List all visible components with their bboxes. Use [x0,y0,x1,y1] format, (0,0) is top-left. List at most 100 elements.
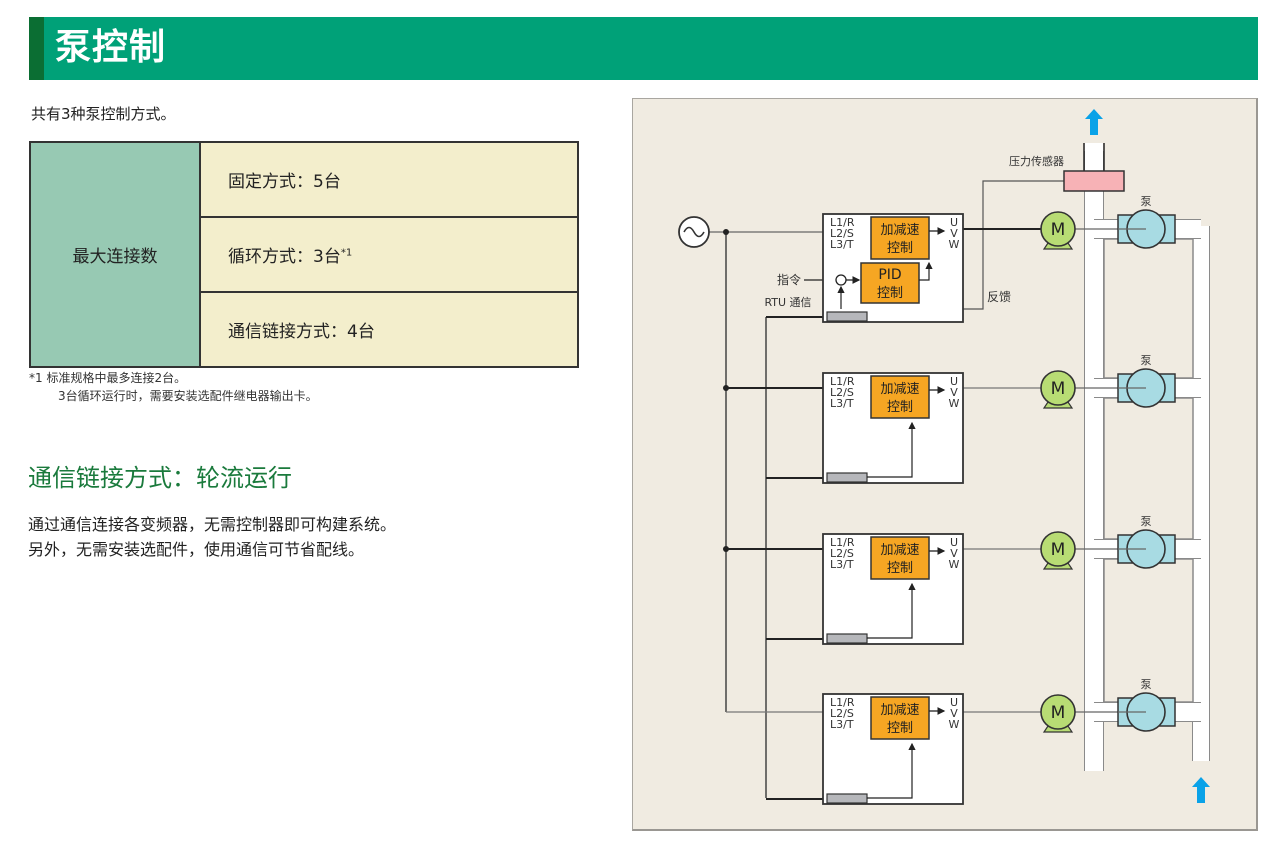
output-terminal: V [950,707,958,720]
ac-wave-icon [683,226,705,238]
discharge-arrow-icon [1085,109,1103,135]
spec-row-comm: 通信链接方式：4台 [199,291,579,368]
section-title: 通信链接方式：轮流运行 [28,464,292,492]
section-body: 通过通信连接各变频器，无需控制器即可构建系统。 另外，无需安装选配件，使用通信可… [28,512,396,562]
accel-label-1: 加减速 [880,382,919,397]
input-terminal: L2/S [830,707,854,720]
section-body-line-1: 通过通信连接各变频器，无需控制器即可构建系统。 [28,515,397,534]
pipe-inner-loop-2 [1103,397,1194,540]
output-terminal: W [949,718,960,731]
output-terminal: U [950,536,958,549]
command-label: 指令 [777,272,801,287]
input-terminal: L3/T [830,238,854,251]
pid-to-accel-arrow [919,261,933,281]
accel-label-2: 控制 [887,561,913,576]
footnote-ref: *1 [340,247,353,259]
motor-label: M [1051,540,1066,560]
input-terminal: L1/R [830,375,855,388]
output-terminal: W [949,558,960,571]
output-terminal: W [949,238,960,251]
motor-icon [1040,211,1076,247]
footnote-line-2: 3台循环运行时，需要安装选配件继电器输出卡。 [58,389,318,403]
pump-label: 泵 [1141,515,1152,528]
comm-to-accel-arrow [867,582,916,639]
comm-port [826,633,868,644]
comm-to-accel-arrow [867,421,916,478]
suction-arrow-icon [1192,777,1210,803]
pid-control-box [860,262,920,304]
junction-dot-2 [723,385,729,391]
accel-label-2: 控制 [887,241,913,256]
pressure-sensor [1063,170,1125,192]
spec-table: 最大连接数 固定方式：5台 循环方式：3台*1 通信链接方式：4台 [29,141,579,368]
pid-label-1: PID [878,267,901,283]
pipe-inner-loop-3 [1103,558,1194,703]
accel-label-1: 加减速 [880,223,919,238]
header-banner: 泵控制 [29,17,1258,80]
motor-label: M [1051,220,1066,240]
motor-label: M [1051,379,1066,399]
junction-dot-3 [723,546,729,552]
accel-label-2: 控制 [887,721,913,736]
output-terminal: W [949,397,960,410]
section-body-line-2: 另外，无需安装选配件，使用通信可节省配线。 [28,540,365,559]
junction-dot-1 [723,229,729,235]
accel-label-1: 加减速 [880,703,919,718]
output-terminal: U [950,375,958,388]
spec-row-cyclic: 循环方式：3台*1 [199,216,579,293]
comm-port [826,472,868,483]
inverter-units: L1/RL2/SL3/TUVW加减速控制PID控制M泵L1/RL2/SL3/TU… [822,195,1176,805]
motor-icon [1040,531,1076,567]
comm-to-accel-arrow [867,742,916,799]
motor-icon [1040,694,1076,730]
pump-label: 泵 [1141,678,1152,691]
accel-control-box [870,375,930,419]
pump-label: 泵 [1141,195,1152,208]
output-terminal: V [950,386,958,399]
input-terminal: L1/R [830,216,855,229]
output-terminal: U [950,216,958,229]
pid-label-2: 控制 [877,286,903,301]
motor-label: M [1051,703,1066,723]
comm-port [826,793,868,804]
output-terminal: V [950,547,958,560]
diagram-svg: L1/RL2/SL3/TUVW加减速控制PID控制M泵L1/RL2/SL3/TU… [678,109,1210,805]
output-terminal: U [950,696,958,709]
spec-row-fixed: 固定方式：5台 [199,141,579,218]
accel-label-1: 加减速 [880,543,919,558]
footnote: *1 标准规格中最多连接2台。 3台循环运行时，需要安装选配件继电器输出卡。 [29,369,318,405]
wiring [709,180,1146,800]
page-title: 泵控制 [55,27,167,68]
output-terminal: V [950,227,958,240]
comm-port [826,311,868,322]
input-terminal: L2/S [830,227,854,240]
spec-label: 最大连接数 [29,141,201,368]
accel-control-box [870,696,930,740]
input-terminal: L2/S [830,547,854,560]
input-terminal: L3/T [830,558,854,571]
outlet-stub [1085,143,1103,173]
accel-label-2: 控制 [887,400,913,415]
input-terminal: L1/R [830,536,855,549]
input-terminal: L2/S [830,386,854,399]
pipe-inner-loop-1 [1103,238,1194,379]
summing-junction-icon [835,274,847,286]
motor-icon [1040,370,1076,406]
input-terminal: L1/R [830,696,855,709]
rtu-label: RTU 通信 [764,296,811,309]
feedback-label: 反馈 [987,290,1011,304]
header-accent-bar [29,17,44,80]
pressure-sensor-label: 压力传感器 [1009,155,1064,168]
accel-control-box [870,536,930,580]
input-terminal: L3/T [830,718,854,731]
intro-text: 共有3种泵控制方式。 [31,105,176,123]
pump-label: 泵 [1141,354,1152,367]
footnote-line-1: *1 标准规格中最多连接2台。 [29,371,187,385]
accel-control-box [870,216,930,260]
